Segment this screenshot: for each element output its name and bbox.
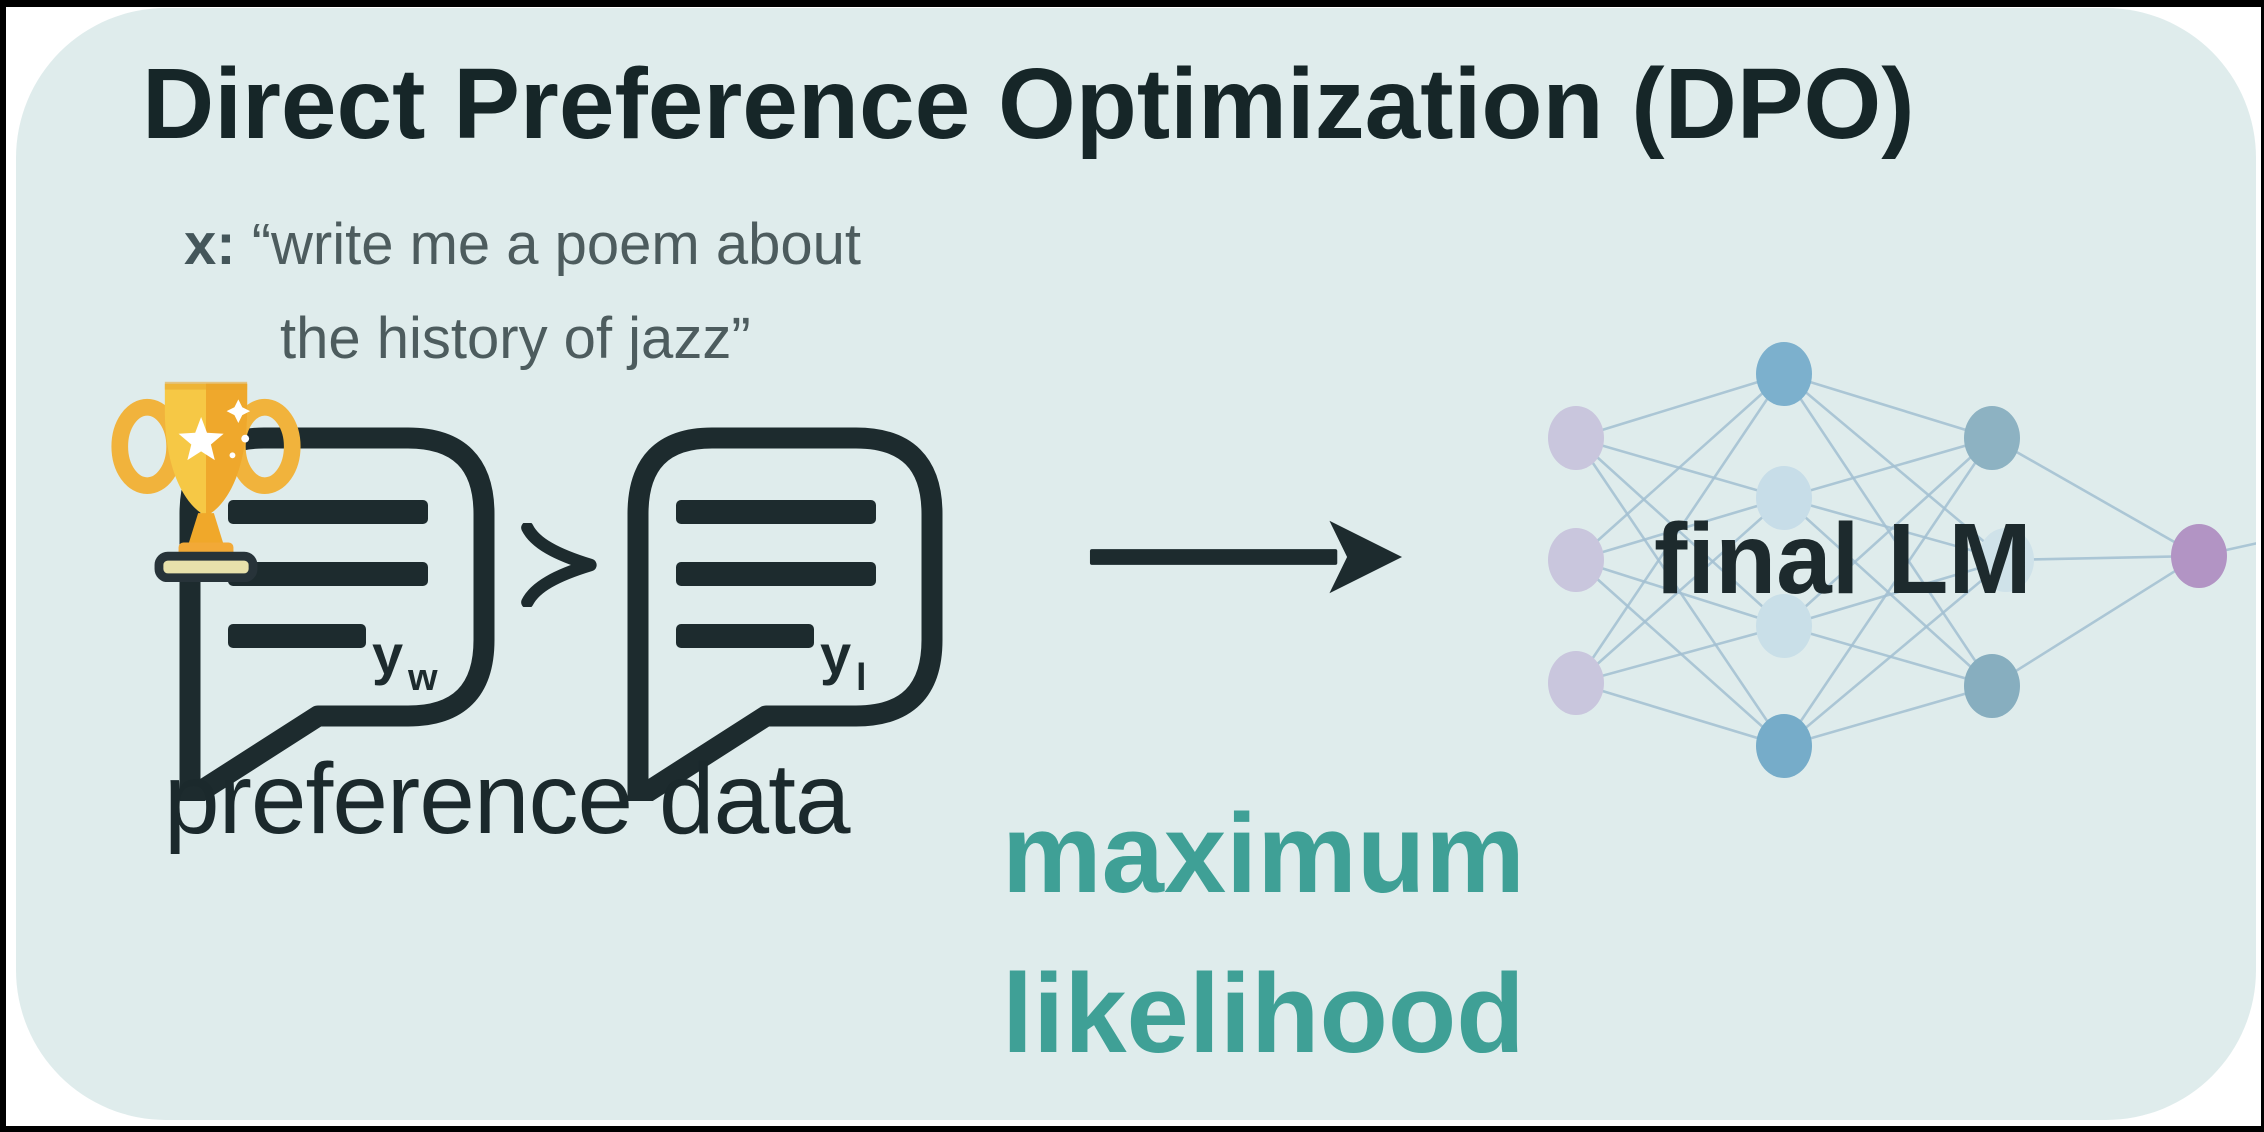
network-node-hidden1: [1756, 594, 1812, 658]
network-node-hidden2: [1964, 654, 2020, 718]
network-edge: [1575, 437, 1785, 627]
network-node-input: [1548, 406, 1604, 470]
network-node-hidden1: [1756, 342, 1812, 406]
prompt-line-2: the history of jazz”: [280, 306, 751, 371]
arrow-right-icon: [1089, 520, 1403, 594]
loser-label: y: [820, 623, 851, 686]
neural-network-graphic: [1548, 342, 2256, 778]
network-node-hidden2: [1964, 406, 2020, 470]
network-edge: [1783, 684, 1993, 748]
network-edge: [1575, 497, 1785, 684]
training-method-label: maximum likelihood: [1002, 774, 1525, 1094]
network-edge: [1575, 372, 1785, 440]
network-edge: [1783, 496, 2007, 562]
succ-operator-icon: [521, 523, 597, 607]
network-edge: [1575, 624, 1785, 685]
network-edge: [1782, 373, 1994, 687]
network-node-input: [1548, 651, 1604, 715]
preference-data-caption: preference data: [164, 743, 850, 855]
network-edge: [1783, 437, 1993, 627]
network-edge: [1575, 559, 1785, 747]
training-method-line-1: maximum: [1002, 791, 1525, 916]
network-edge: [1991, 436, 2200, 558]
network-edge: [1991, 554, 2200, 688]
network-edge: [2005, 554, 2200, 562]
network-edge: [1783, 436, 1993, 500]
prompt-quote-start: “write me a poem about: [251, 212, 861, 277]
network-edge: [1575, 558, 1785, 628]
winner-label: y: [372, 623, 403, 686]
network-edge: [1575, 681, 1785, 748]
network-node-hidden1: [1756, 714, 1812, 778]
winner-label-subscript: w: [407, 657, 438, 699]
network-edge: [1574, 373, 1786, 684]
loser-label-subscript: l: [856, 657, 867, 699]
prompt-variable: x:: [184, 212, 236, 277]
network-edge: [1575, 373, 1785, 561]
final-lm-label: final LM: [1654, 503, 2032, 615]
network-edge: [1783, 558, 2007, 628]
trophy-icon: [111, 381, 301, 582]
network-node-hidden1: [1756, 466, 1812, 530]
network-node-input: [1548, 528, 1604, 592]
network-edge: [1782, 437, 1994, 747]
network-edge: [1783, 624, 1993, 688]
prompt-line-1: x: “write me a poem about: [184, 198, 1004, 292]
training-method-line-2: likelihood: [1002, 951, 1525, 1076]
loser-speech-bubble-icon: y l: [627, 427, 943, 801]
figure-title: Direct Preference Optimization (DPO): [142, 48, 1915, 160]
prompt-text: x: “write me a poem about the history of…: [184, 198, 1004, 386]
network-edge: [1783, 559, 2007, 747]
network-edge: [1783, 372, 1993, 440]
network-node-output: [2171, 524, 2227, 588]
dpo-card: Direct Preference Optimization (DPO) x: …: [16, 8, 2256, 1120]
network-node-hidden2: [1978, 528, 2034, 592]
